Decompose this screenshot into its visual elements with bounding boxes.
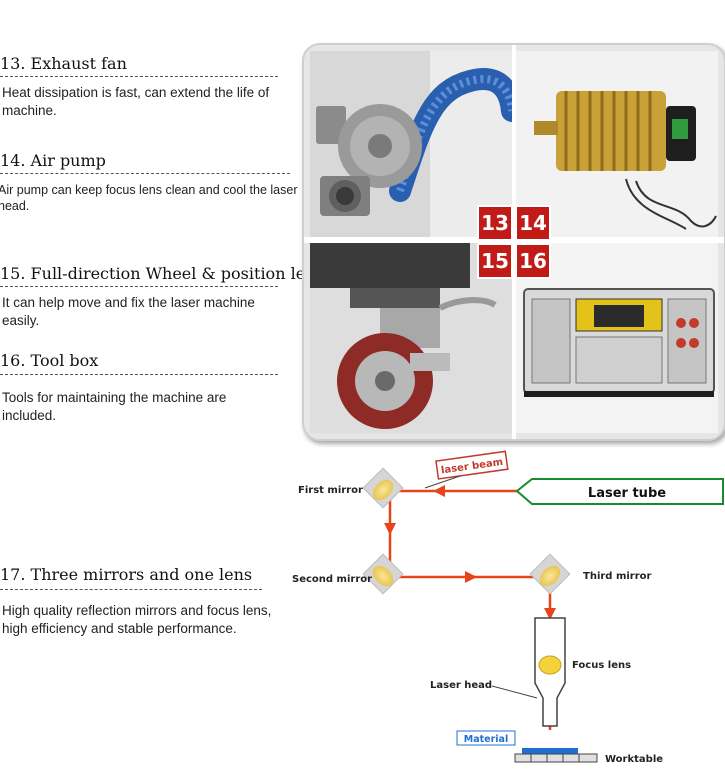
section-15-description: It can help move and fix the laser machi… <box>2 295 255 328</box>
first-mirror-icon <box>362 467 404 509</box>
material-piece <box>522 748 578 754</box>
second-mirror-label: Second mirror <box>292 574 372 585</box>
focus-lens-label: Focus lens <box>572 660 631 671</box>
third-mirror-label: Third mirror <box>583 571 652 582</box>
tool-box-photo <box>516 243 718 433</box>
laser-head-label: Laser head <box>430 680 492 691</box>
section-13-title: 13. Exhaust fan <box>0 54 127 73</box>
accessories-photo-grid: 13 14 15 16 <box>302 43 725 441</box>
third-mirror-icon <box>529 553 571 595</box>
laser-beam-label: laser beam <box>424 450 509 489</box>
first-mirror-label: First mirror <box>298 485 363 496</box>
laser-head-pointer <box>491 685 538 699</box>
worktable-label: Worktable <box>605 754 663 765</box>
section-13-divider <box>0 76 278 77</box>
material-label: Material <box>456 730 516 746</box>
badge-15: 15 <box>477 243 513 279</box>
section-16-description: Tools for maintaining the machine are in… <box>2 390 227 423</box>
section-14-description: Air pump can keep focus lens clean and c… <box>0 183 298 213</box>
badge-14: 14 <box>515 205 551 241</box>
section-17-title: 17. Three mirrors and one lens <box>0 565 253 584</box>
section-14-title: 14. Air pump <box>0 151 106 170</box>
section-16-divider <box>0 374 278 375</box>
worktable <box>514 753 598 763</box>
svg-text:Laser tube: Laser tube <box>588 486 666 501</box>
laser-path-diagram: laser beam Laser tube First mirror Secon… <box>292 450 724 765</box>
section-13-description: Heat dissipation is fast, can extend the… <box>2 85 270 118</box>
exhaust-fan-photo <box>310 51 512 237</box>
section-15-title: 15. Full-direction Wheel & position leg <box>0 264 316 283</box>
laser-beam-path <box>384 485 556 730</box>
section-15-divider <box>0 286 278 287</box>
focus-lens-icon <box>538 655 562 675</box>
badge-16: 16 <box>515 243 551 279</box>
second-mirror-icon <box>362 553 404 595</box>
svg-text:Material: Material <box>464 734 508 745</box>
section-16-title: 16. Tool box <box>0 351 99 370</box>
laser-tube: Laser tube <box>515 478 724 505</box>
grid-divider-horizontal <box>304 237 724 243</box>
section-17-description: High quality reflection mirrors and focu… <box>2 603 272 636</box>
section-14-divider <box>0 173 290 174</box>
section-17-divider <box>0 589 262 590</box>
badge-13: 13 <box>477 205 513 241</box>
